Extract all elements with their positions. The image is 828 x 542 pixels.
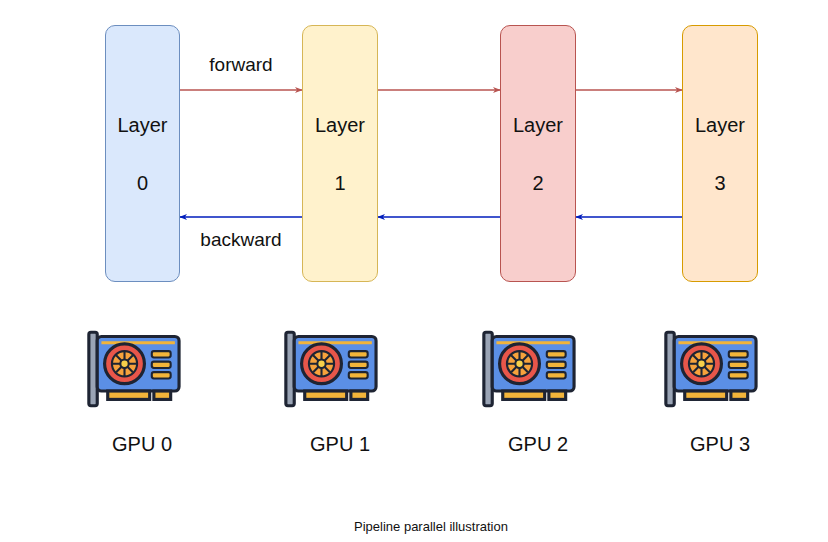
forward-arrow xyxy=(378,89,500,90)
forward-arrow xyxy=(180,89,302,90)
backward-arrow xyxy=(378,216,500,217)
gpu-label: GPU 0 xyxy=(112,433,172,456)
layer-box: Layer 3 xyxy=(682,25,758,282)
gpu-icon xyxy=(484,332,574,405)
backward-arrow xyxy=(180,216,302,217)
gpu-label: GPU 3 xyxy=(690,433,750,456)
layer-box: Layer 0 xyxy=(105,25,180,282)
layer-box: Layer 2 xyxy=(500,25,576,282)
layer-box: Layer 1 xyxy=(302,25,378,282)
forward-arrow xyxy=(576,89,682,90)
caption: Pipeline parallel illustration xyxy=(354,519,508,534)
edge-label: backward xyxy=(198,229,283,251)
backward-arrow xyxy=(576,216,682,217)
gpu-icon xyxy=(89,332,179,405)
edge-label: forward xyxy=(207,54,274,76)
gpu-icon xyxy=(286,332,376,405)
layer-label: Layer 2 xyxy=(508,96,568,212)
layer-label: Layer 0 xyxy=(113,96,173,212)
layer-label: Layer 3 xyxy=(690,96,750,212)
gpu-label: GPU 1 xyxy=(310,433,370,456)
layer-label: Layer 1 xyxy=(310,96,370,212)
gpu-label: GPU 2 xyxy=(508,433,568,456)
gpu-icon xyxy=(666,332,756,405)
